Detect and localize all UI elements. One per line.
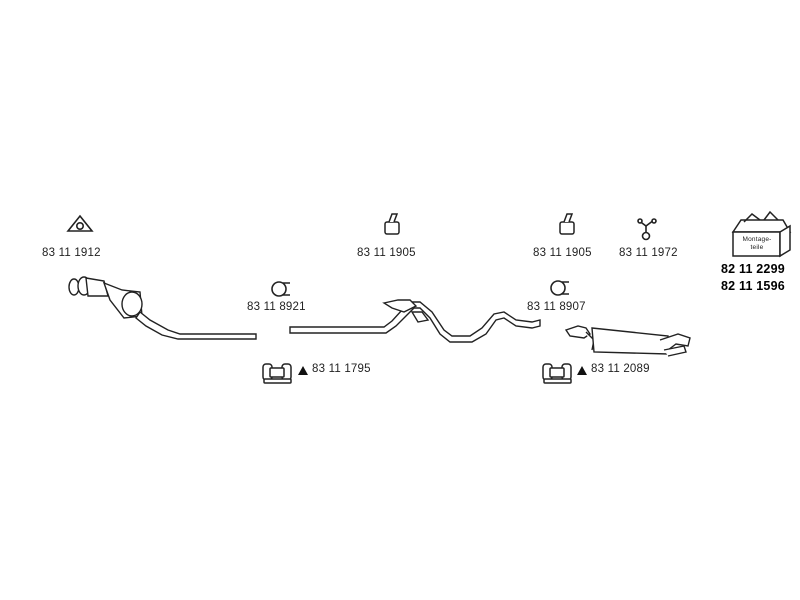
clamp-icon [271, 281, 290, 297]
clamp-set-part-number: 83 11 1795 [312, 363, 371, 375]
center-silencer-pipe [289, 299, 541, 343]
kit-number: 82 11 1596 [721, 279, 785, 293]
rubber-mount-part-number: 83 11 1972 [619, 247, 678, 259]
clamp-set-icon [262, 363, 292, 384]
kit-box-label-line2: teile [750, 244, 764, 251]
hanger-icon [559, 213, 575, 235]
kit-number: 82 11 2299 [721, 262, 785, 276]
kit-box-label: Montage- teile [735, 236, 779, 252]
kit-box-label-line1: Montage- [742, 236, 772, 243]
hanger-icon [384, 213, 400, 235]
warning-triangle-icon [298, 366, 308, 375]
rear-silencer [564, 325, 691, 357]
clamp-part-number: 83 11 8921 [247, 301, 306, 313]
rubber-mount-icon [637, 218, 657, 241]
clamp-icon [550, 280, 569, 296]
hanger-part-number: 83 11 1905 [533, 247, 592, 259]
warning-triangle-icon [577, 366, 587, 375]
clamp-part-number: 83 11 8907 [527, 301, 586, 313]
mounting-kit-box-icon [731, 210, 792, 258]
clamp-set-part-number: 83 11 2089 [591, 363, 650, 375]
hanger-part-number: 83 11 1905 [357, 247, 416, 259]
gasket-part-number: 83 11 1912 [42, 247, 101, 259]
catalytic-converter-pipe [68, 276, 257, 340]
gasket-icon [66, 214, 94, 232]
clamp-set-icon [542, 363, 572, 384]
